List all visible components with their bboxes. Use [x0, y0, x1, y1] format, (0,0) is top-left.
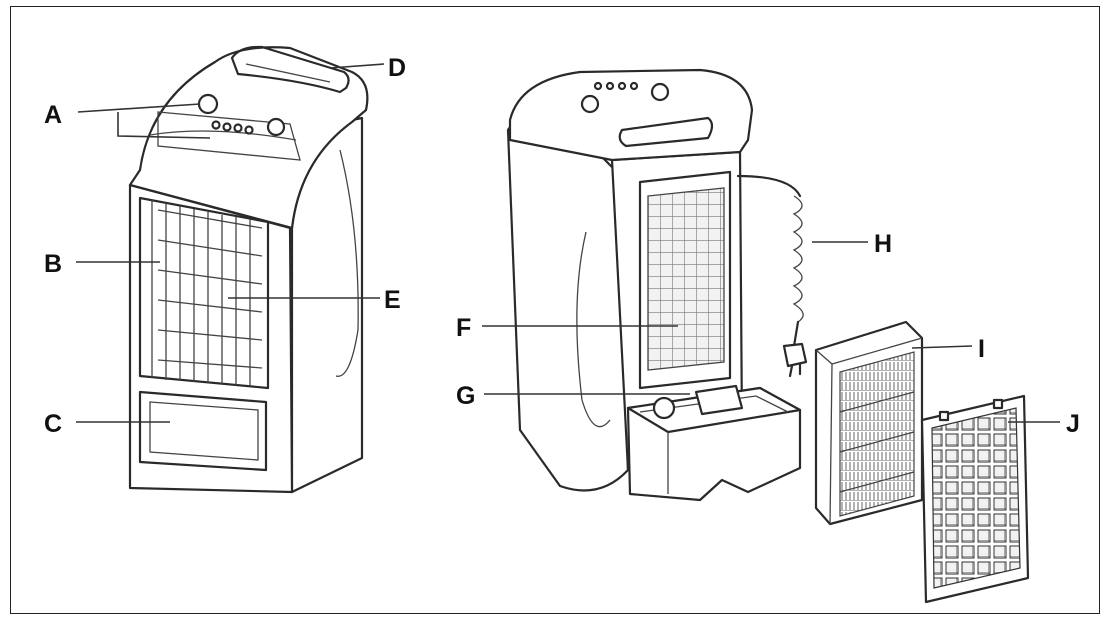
control-button-icon — [211, 120, 221, 130]
cooler-front-view — [128, 45, 369, 494]
part-labels: A B C D E F G H I J — [44, 54, 1080, 438]
label-g: G — [456, 382, 475, 410]
label-i: I — [978, 335, 985, 363]
label-j: J — [1066, 410, 1080, 438]
speed-knob-icon — [197, 93, 219, 115]
water-pump-icon — [652, 396, 676, 420]
label-h: H — [874, 230, 892, 258]
label-a: A — [44, 101, 62, 129]
cooler-back-view — [506, 68, 808, 502]
plug-icon — [782, 342, 808, 368]
control-button-icon — [222, 122, 232, 132]
label-e: E — [384, 286, 401, 314]
label-f: F — [456, 314, 471, 342]
control-button-icon — [233, 123, 243, 133]
filter-frame-i — [814, 320, 924, 526]
label-b: B — [44, 250, 62, 278]
back-knob-icon — [580, 94, 600, 114]
cooling-pad — [647, 187, 725, 371]
back-knob-icon — [650, 82, 670, 102]
coiled-cable — [792, 195, 804, 323]
control-button-icon — [244, 125, 254, 135]
filter-frame-j — [920, 394, 1030, 604]
label-d: D — [388, 54, 406, 82]
label-c: C — [44, 410, 62, 438]
mode-knob-icon — [266, 117, 286, 137]
leader-lines — [76, 63, 1060, 423]
